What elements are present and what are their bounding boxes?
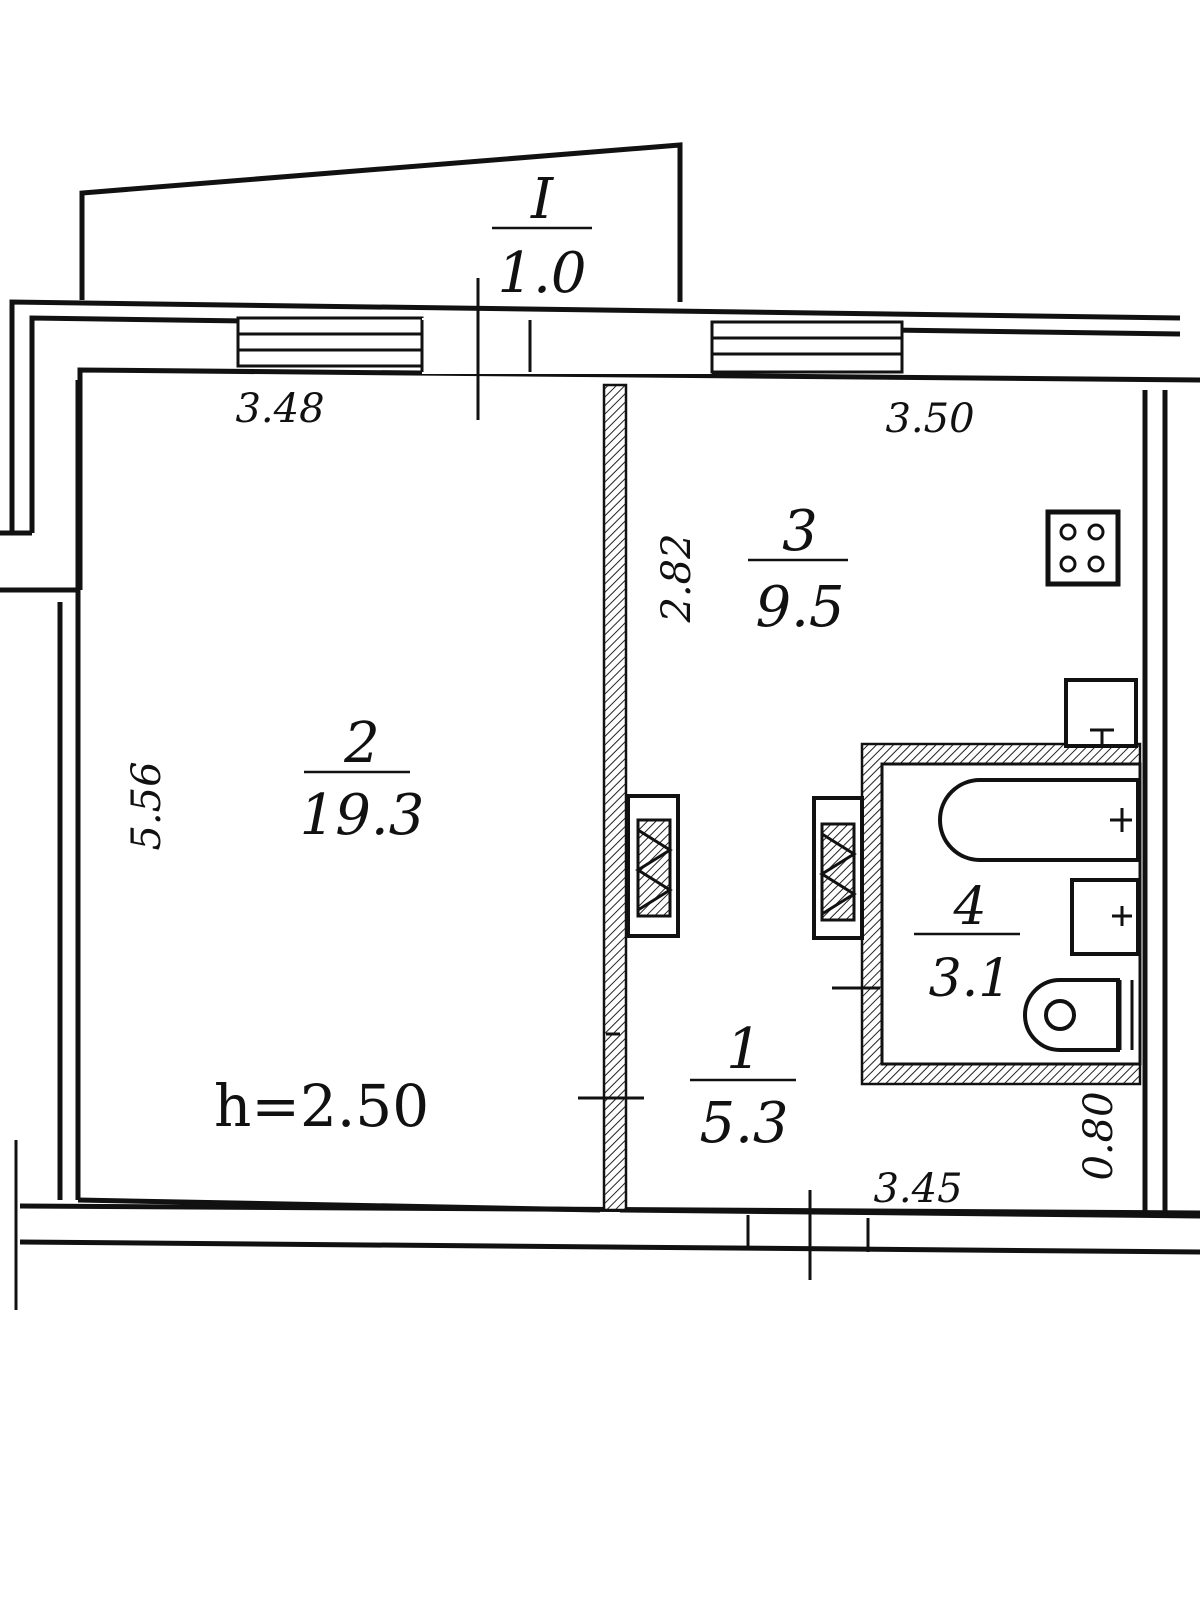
kitchen-sink-icon — [1064, 678, 1138, 748]
room-4-area: 3.1 — [929, 949, 1012, 1009]
ceiling-height-label: h=2.50 — [214, 1072, 429, 1140]
room-1-number: 1 — [726, 1017, 762, 1082]
washbasin-icon — [1070, 878, 1140, 956]
dim-room2-top: 3.48 — [235, 386, 324, 432]
window-left — [236, 316, 424, 368]
dim-room2-left: 5.56 — [124, 761, 170, 850]
entry-door-marks — [746, 1190, 870, 1280]
partition-wall — [602, 383, 628, 1212]
room-4-number: 4 — [952, 877, 986, 937]
room-2-number: 2 — [343, 711, 380, 776]
window-right — [710, 320, 904, 374]
dim-hall-bottom: 3.45 — [873, 1166, 962, 1212]
door-markers — [578, 986, 880, 1100]
balcony-door — [420, 278, 712, 420]
balcony-outline — [79, 142, 683, 302]
room-I-area: 1.0 — [497, 241, 586, 306]
vent-duct-right-icon — [812, 796, 864, 940]
vent-duct-left-icon — [626, 794, 680, 938]
dim-room3-top: 3.50 — [885, 396, 974, 442]
bathtub-icon — [938, 778, 1140, 862]
room-3-area: 9.5 — [755, 575, 844, 640]
outer-walls — [0, 299, 1200, 1310]
room-2-area: 19.3 — [300, 783, 425, 848]
dim-hall-right: 0.80 — [1076, 1091, 1122, 1180]
toilet-icon — [1023, 978, 1134, 1052]
room-1-area: 5.3 — [699, 1091, 788, 1156]
room-I-number: I — [530, 167, 555, 232]
dim-room3-left: 2.82 — [654, 533, 700, 623]
room-3-number: 3 — [782, 499, 818, 564]
stove-icon — [1045, 509, 1121, 587]
